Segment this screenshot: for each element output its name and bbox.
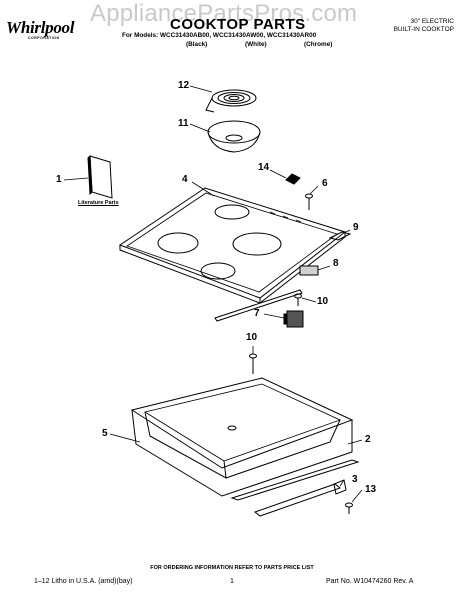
callout-3: 3 (352, 474, 358, 485)
callout-10-lower: 10 (246, 332, 258, 343)
footer-part-number: Part No. W10474260 Rev. A (326, 578, 414, 585)
screw-lower (249, 353, 257, 374)
brand-logo-sub: CORPORATION (28, 36, 60, 40)
bracket-part (333, 479, 353, 514)
screw-top (305, 193, 313, 210)
callout-4: 4 (182, 174, 188, 185)
variant-white: (White) (245, 41, 267, 48)
burner-box (130, 377, 354, 497)
terminal-block (299, 265, 319, 276)
gasket-strips (214, 231, 352, 322)
brand-logo: Whirlpool (6, 18, 75, 37)
product-line-1: 30" ELECTRIC (410, 18, 455, 25)
surface-element-coil (205, 89, 257, 113)
callout-14: 14 (258, 162, 270, 173)
callout-10-upper: 10 (317, 296, 329, 307)
watermark: AppliancePartsPros.com (90, 0, 358, 27)
callout-12: 12 (178, 80, 190, 91)
callout-11: 11 (178, 118, 189, 129)
callout-6: 6 (322, 178, 328, 189)
literature-parts-label: Literature Parts (78, 200, 119, 206)
footer-litho: 1–12 Litho in U.S.A. (amd)(bay) (34, 578, 133, 585)
callout-7: 7 (254, 308, 260, 319)
footer-page-number: 1 (230, 578, 234, 585)
product-line-2: BUILT-IN COOKTOP (393, 26, 454, 33)
bottom-panel (230, 459, 360, 517)
screw-middle (294, 293, 302, 306)
callout-5: 5 (102, 428, 108, 439)
variant-chrome: (Chrome) (304, 41, 333, 48)
product-description: 30" ELECTRIC BUILT-IN COOKTOP (394, 18, 454, 34)
cooktop-main-top (118, 187, 347, 305)
callout-2: 2 (365, 434, 371, 445)
callout-13: 13 (365, 484, 377, 495)
clip-part (285, 173, 301, 185)
ordering-info: FOR ORDERING INFORMATION REFER TO PARTS … (150, 565, 314, 571)
drip-bowl (207, 120, 261, 153)
literature-booklet (87, 154, 113, 199)
page-title: COOKTOP PARTS (170, 16, 306, 33)
variant-black: (Black) (186, 41, 208, 48)
models-line: For Models: WCC31430AB00, WCC31430AW00, … (122, 32, 317, 39)
callout-9: 9 (353, 222, 359, 233)
callout-1: 1 (56, 174, 62, 185)
leader-lines (63, 85, 363, 503)
infinite-switch (283, 310, 304, 328)
callout-8: 8 (333, 258, 339, 269)
